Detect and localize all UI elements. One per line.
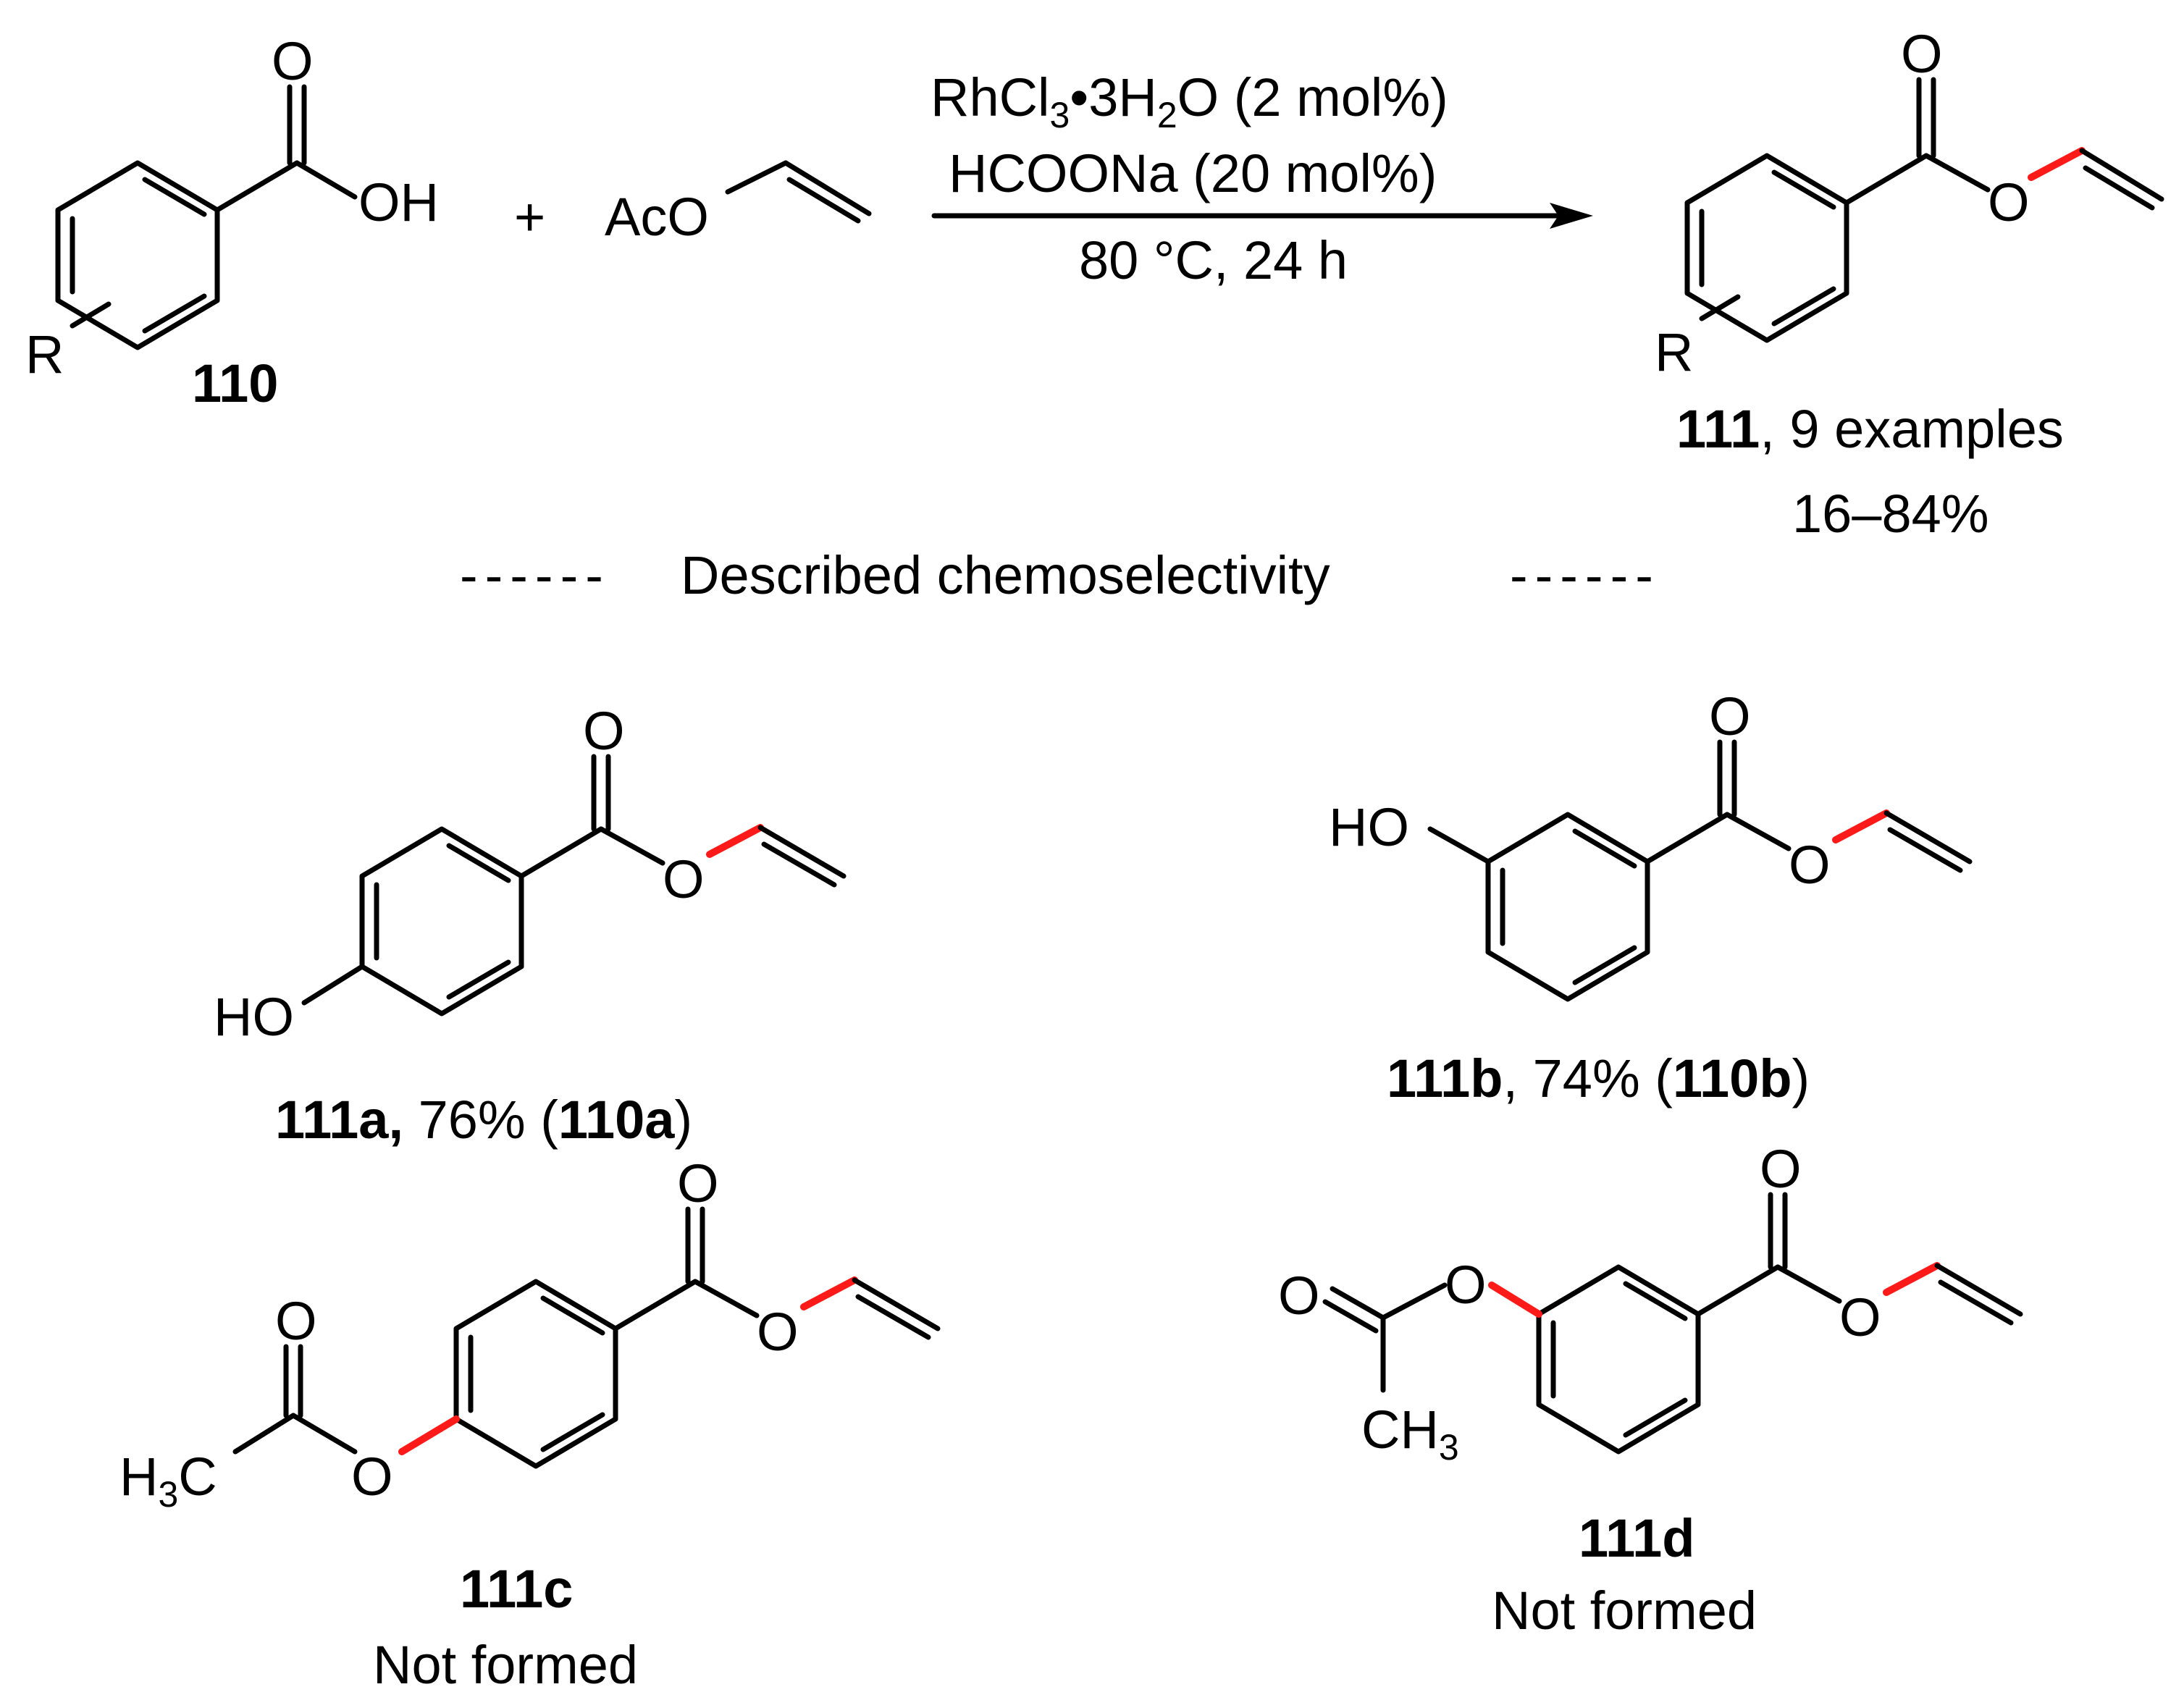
111c-label: 111c	[460, 1559, 573, 1619]
111a-caption: 111a, 76% (110a)	[275, 1090, 692, 1150]
111d-status: Not formed	[1492, 1581, 1757, 1641]
product-yield-range: 16–84%	[1792, 484, 1989, 544]
111b-label: 111b	[1387, 1048, 1503, 1108]
reactant-r-group: R	[25, 324, 64, 384]
compound-111c-structure: O O O O H3C	[119, 1153, 941, 1515]
111d-carbonyl-oxygen: O	[1760, 1139, 1802, 1199]
condition-additive: HCOONa (20 mol%)	[949, 143, 1437, 203]
reactant-hydroxyl: OH	[358, 172, 439, 232]
divider-dashes-left: ------	[460, 545, 610, 605]
chemoselectivity-divider: ------ Described chemoselectivity ------	[460, 545, 1660, 605]
111c-ester-oxygen: O	[757, 1302, 799, 1362]
111b-yield: , 74% (	[1503, 1048, 1673, 1108]
111b-hydroxyl: HO	[1329, 797, 1409, 857]
111d-methyl: CH3	[1361, 1400, 1459, 1468]
111b-source: 110b	[1673, 1048, 1792, 1108]
compound-111a-structure: O O HO	[214, 701, 847, 1047]
compound-111b-structure: O O HO	[1329, 686, 1973, 1002]
reactant-carbonyl-oxygen: O	[272, 31, 314, 91]
product-label: 111	[1676, 399, 1760, 459]
product-111-structure: O O R	[1655, 24, 2164, 382]
111a-carbonyl-oxygen: O	[583, 701, 625, 761]
product-r-group: R	[1655, 322, 1693, 382]
111d-acetyl-carbonyl-oxygen: O	[1278, 1266, 1320, 1326]
product-label-line: 111, 9 examples	[1676, 399, 2064, 459]
vinyl-acetate-structure: AcO	[605, 160, 872, 247]
111b-carbonyl-oxygen: O	[1709, 686, 1751, 746]
reactant-110-structure: O OH R	[25, 31, 439, 384]
condition-temperature-time: 80 °C, 24 h	[1079, 230, 1348, 290]
divider-title: Described chemoselectivity	[681, 545, 1330, 605]
111c-methyl: H3C	[119, 1447, 217, 1515]
111a-hydroxyl: HO	[214, 987, 294, 1047]
product-example-count: , 9 examples	[1760, 399, 2064, 459]
111c-acetyl-carbonyl-oxygen: O	[275, 1291, 317, 1351]
111a-ester-oxygen: O	[663, 849, 705, 909]
product-ester-oxygen: O	[1988, 172, 2030, 232]
111a-label: 111a,	[275, 1090, 403, 1150]
111a-source: 110a	[558, 1090, 675, 1150]
reactant-label: 110	[192, 353, 278, 413]
111d-label: 111d	[1579, 1508, 1695, 1568]
plus-sign: +	[514, 187, 545, 247]
condition-catalyst: RhCl3•3H2O (2 mol%)	[931, 67, 1448, 135]
reaction-arrow	[931, 203, 1593, 229]
111d-ester-oxygen: O	[1839, 1287, 1881, 1347]
compound-111d-structure: O O O O CH3	[1278, 1139, 2023, 1468]
111c-status: Not formed	[373, 1635, 638, 1695]
vinyl-acetate-aco: AcO	[605, 187, 709, 247]
111a-yield: 76% (	[403, 1090, 558, 1150]
111c-carbonyl-oxygen: O	[677, 1153, 719, 1213]
divider-dashes-right: ------	[1510, 545, 1660, 605]
111c-acetoxy-oxygen: O	[351, 1447, 393, 1507]
111b-ester-oxygen: O	[1789, 835, 1831, 895]
111b-caption: 111b, 74% (110b)	[1387, 1048, 1810, 1108]
111d-acetoxy-oxygen: O	[1445, 1255, 1487, 1315]
reaction-conditions: RhCl3•3H2O (2 mol%) HCOONa (20 mol%) 80 …	[931, 67, 1448, 290]
product-carbonyl-oxygen: O	[1901, 24, 1943, 84]
